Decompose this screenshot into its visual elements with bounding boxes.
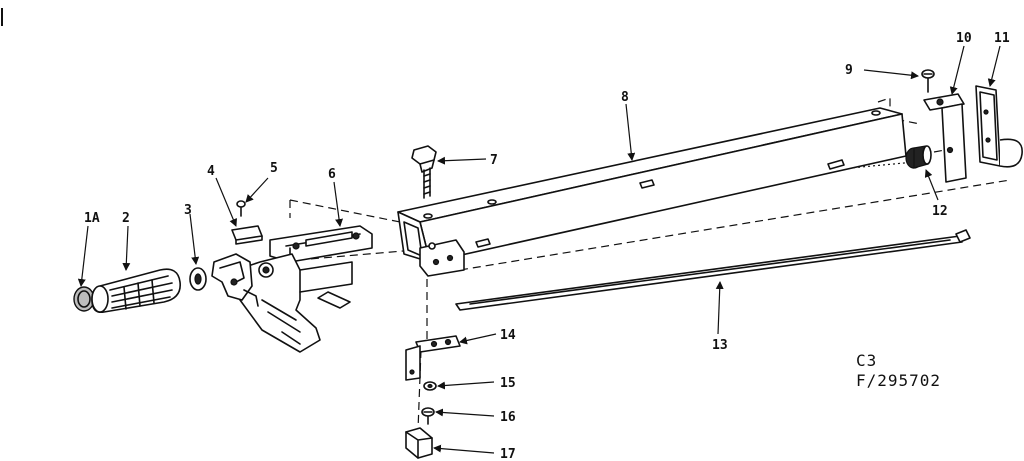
part-17-clamp-pad	[405, 427, 433, 459]
part-2-knob	[91, 268, 181, 314]
label-part-17: 17	[500, 447, 516, 461]
drawing-code-line-1: C3	[856, 351, 877, 370]
label-part-4: 4	[207, 164, 215, 179]
label-part-6: 6	[328, 167, 336, 182]
label-part-11: 11	[994, 31, 1010, 46]
part-6-front-bracket	[211, 225, 373, 353]
part-5-screw	[236, 200, 246, 217]
label-part-14: 14	[500, 328, 516, 343]
label-part-13: 13	[712, 338, 728, 353]
part-12-bumper	[905, 145, 932, 169]
label-part-2: 2	[122, 211, 130, 226]
part-13-rod	[455, 229, 971, 311]
label-part-16: 16	[500, 410, 516, 425]
label-part-10: 10	[956, 31, 972, 46]
part-3-washer	[189, 267, 207, 291]
drawing-code-line-2: F/295702	[856, 371, 941, 390]
label-part-8: 8	[621, 90, 629, 105]
label-part-5: 5	[270, 161, 278, 176]
part-11-end-plate	[975, 85, 1023, 168]
part-9-screw	[921, 69, 935, 93]
part-labels: 1A 2 3 4 5 6 7 8 9 10 11 12 13 14 15 16 …	[84, 31, 1010, 461]
part-4-clamp-plate	[231, 225, 263, 245]
label-part-3: 3	[184, 203, 192, 218]
part-8-guide-rail	[397, 107, 907, 277]
drawing-code: C3 F/295702	[856, 351, 941, 390]
part-1a-end-cap	[73, 286, 95, 312]
part-10-end-bracket	[923, 93, 967, 183]
part-16-screw	[421, 407, 435, 425]
part-14-lower-bracket	[405, 335, 461, 381]
part-15-lock-washer	[423, 381, 437, 391]
label-part-7: 7	[490, 153, 498, 168]
leader-arrows	[77, 45, 1001, 454]
label-part-12: 12	[932, 204, 948, 219]
label-part-9: 9	[845, 63, 853, 78]
label-part-15: 15	[500, 376, 516, 391]
part-7-hex-bolt	[411, 145, 437, 199]
label-part-1a: 1A	[84, 211, 100, 226]
